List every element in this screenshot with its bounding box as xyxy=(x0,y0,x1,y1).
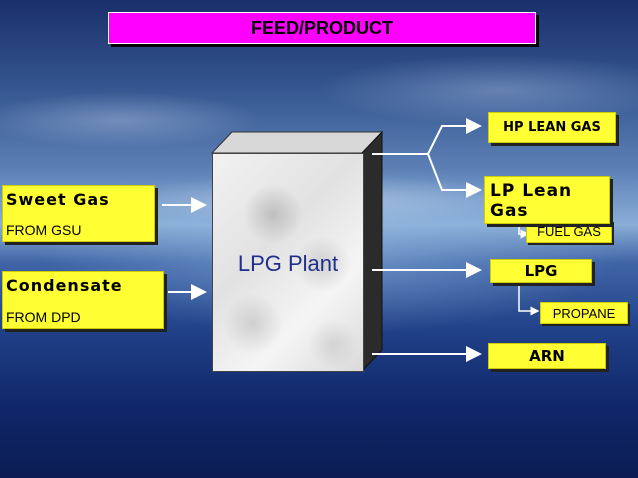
product-label: PROPANE xyxy=(552,305,616,321)
product-label: LPG xyxy=(524,262,558,280)
product-arn: ARN xyxy=(488,343,606,369)
arrow-to-lp-lean-gas xyxy=(427,153,482,198)
product-propane: PROPANE xyxy=(540,302,628,324)
plant-label: LPG Plant xyxy=(237,251,339,276)
product-fuel-gas: FUEL GAS xyxy=(526,220,612,243)
title-banner: FEED/PRODUCT xyxy=(108,12,536,44)
feed-source: FROM DPD xyxy=(6,309,81,325)
feed-box-sweet-gas: Sweet Gas FROM GSU xyxy=(2,185,155,242)
arrow-lpg-to-propane xyxy=(518,280,540,316)
product-lp-lean-gas: LP Lean Gas xyxy=(484,176,610,224)
page-title: FEED/PRODUCT xyxy=(250,17,393,38)
product-lpg: LPG xyxy=(490,259,592,283)
feed-box-condensate: Condensate FROM DPD xyxy=(2,271,164,329)
feed-name: Sweet Gas xyxy=(6,190,110,209)
lpg-plant-block: LPG Plant xyxy=(212,153,364,372)
arrow-lp-gas-to-fuel-gas xyxy=(518,225,530,239)
product-label: LP Lean Gas xyxy=(490,181,573,221)
feed-source: FROM GSU xyxy=(6,222,82,238)
product-hp-lean-gas: HP LEAN GAS xyxy=(488,112,616,143)
product-label: FUEL GAS xyxy=(537,224,601,239)
product-label: HP LEAN GAS xyxy=(503,120,601,135)
feed-name: Condensate xyxy=(6,276,123,295)
arrow-to-hp-lean-gas xyxy=(427,118,482,155)
product-label: ARN xyxy=(529,347,565,365)
